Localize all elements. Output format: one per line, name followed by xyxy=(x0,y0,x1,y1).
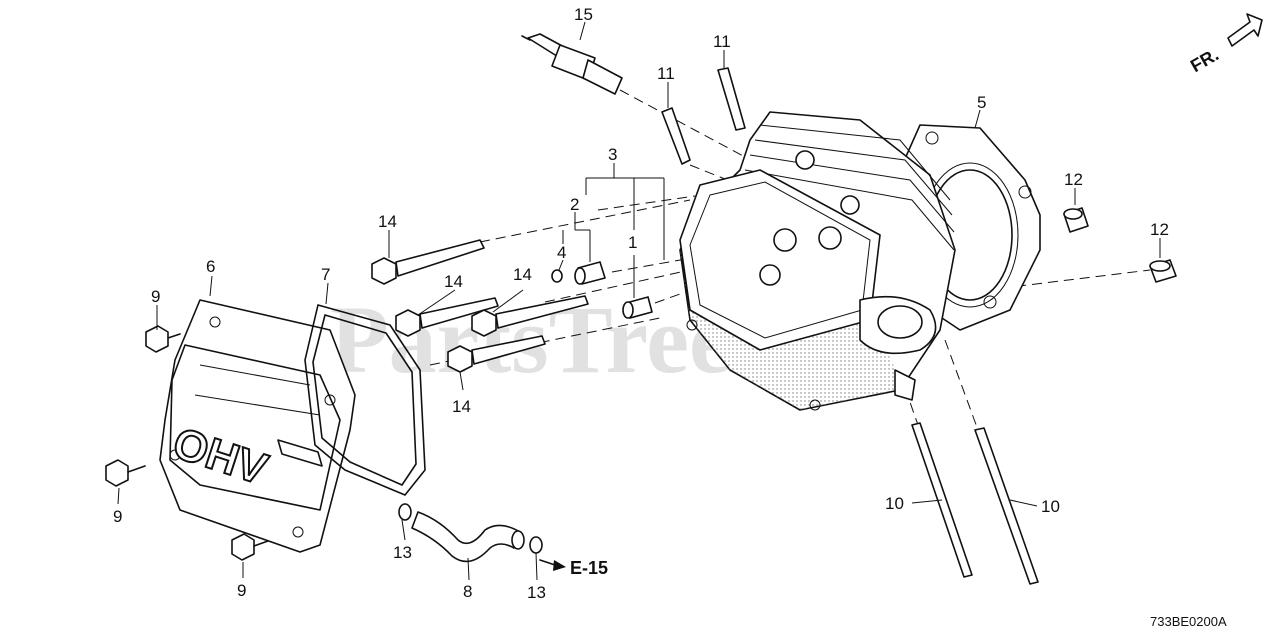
callout-14-right: 14 xyxy=(513,265,532,284)
reference-arrow xyxy=(539,559,566,571)
cover-bolts xyxy=(105,325,269,561)
callout-12-right: 12 xyxy=(1150,220,1169,239)
callout-5: 5 xyxy=(977,93,986,112)
callout-14-middle: 14 xyxy=(444,272,463,291)
long-studs xyxy=(911,422,1039,585)
breather-tube xyxy=(411,511,525,563)
callout-4: 4 xyxy=(557,243,566,262)
cylinder-head xyxy=(679,111,956,411)
callout-7: 7 xyxy=(321,265,330,284)
cover-gasket xyxy=(304,304,426,496)
caps xyxy=(1063,207,1177,283)
callout-11-left: 11 xyxy=(657,64,675,83)
callout-8: 8 xyxy=(463,582,472,601)
diagram-code: 733BE0200A xyxy=(1150,614,1227,629)
callout-2: 2 xyxy=(570,195,579,214)
reference-label: E-15 xyxy=(570,558,608,578)
callout-10-right: 10 xyxy=(1041,497,1060,516)
callouts: 1 2 3 4 5 6 7 8 9 9 9 10 10 11 11 12 12 … xyxy=(113,5,1169,602)
callout-10-left: 10 xyxy=(885,494,904,513)
front-direction-arrow: FR. xyxy=(1187,13,1263,76)
head-cover: OHV xyxy=(159,299,356,553)
spark-plug xyxy=(521,33,623,95)
callout-11-right: 11 xyxy=(713,32,731,51)
callout-1: 1 xyxy=(628,233,637,252)
dowel-pins xyxy=(551,261,653,319)
leader-lines xyxy=(117,21,1161,581)
callout-15: 15 xyxy=(574,5,593,24)
callout-9-top: 9 xyxy=(151,287,160,306)
callout-13-left: 13 xyxy=(393,543,412,562)
flange-bolts xyxy=(371,239,589,373)
callout-6: 6 xyxy=(206,257,215,276)
studs xyxy=(661,67,746,165)
callout-3: 3 xyxy=(608,145,617,164)
callout-14-top: 14 xyxy=(378,212,397,231)
callout-13-right: 13 xyxy=(527,583,546,602)
callout-9-bottom: 9 xyxy=(237,581,246,600)
callout-12-top: 12 xyxy=(1064,170,1083,189)
callout-14-bottom: 14 xyxy=(452,397,471,416)
direction-label: FR. xyxy=(1187,44,1222,76)
callout-9-left: 9 xyxy=(113,507,122,526)
